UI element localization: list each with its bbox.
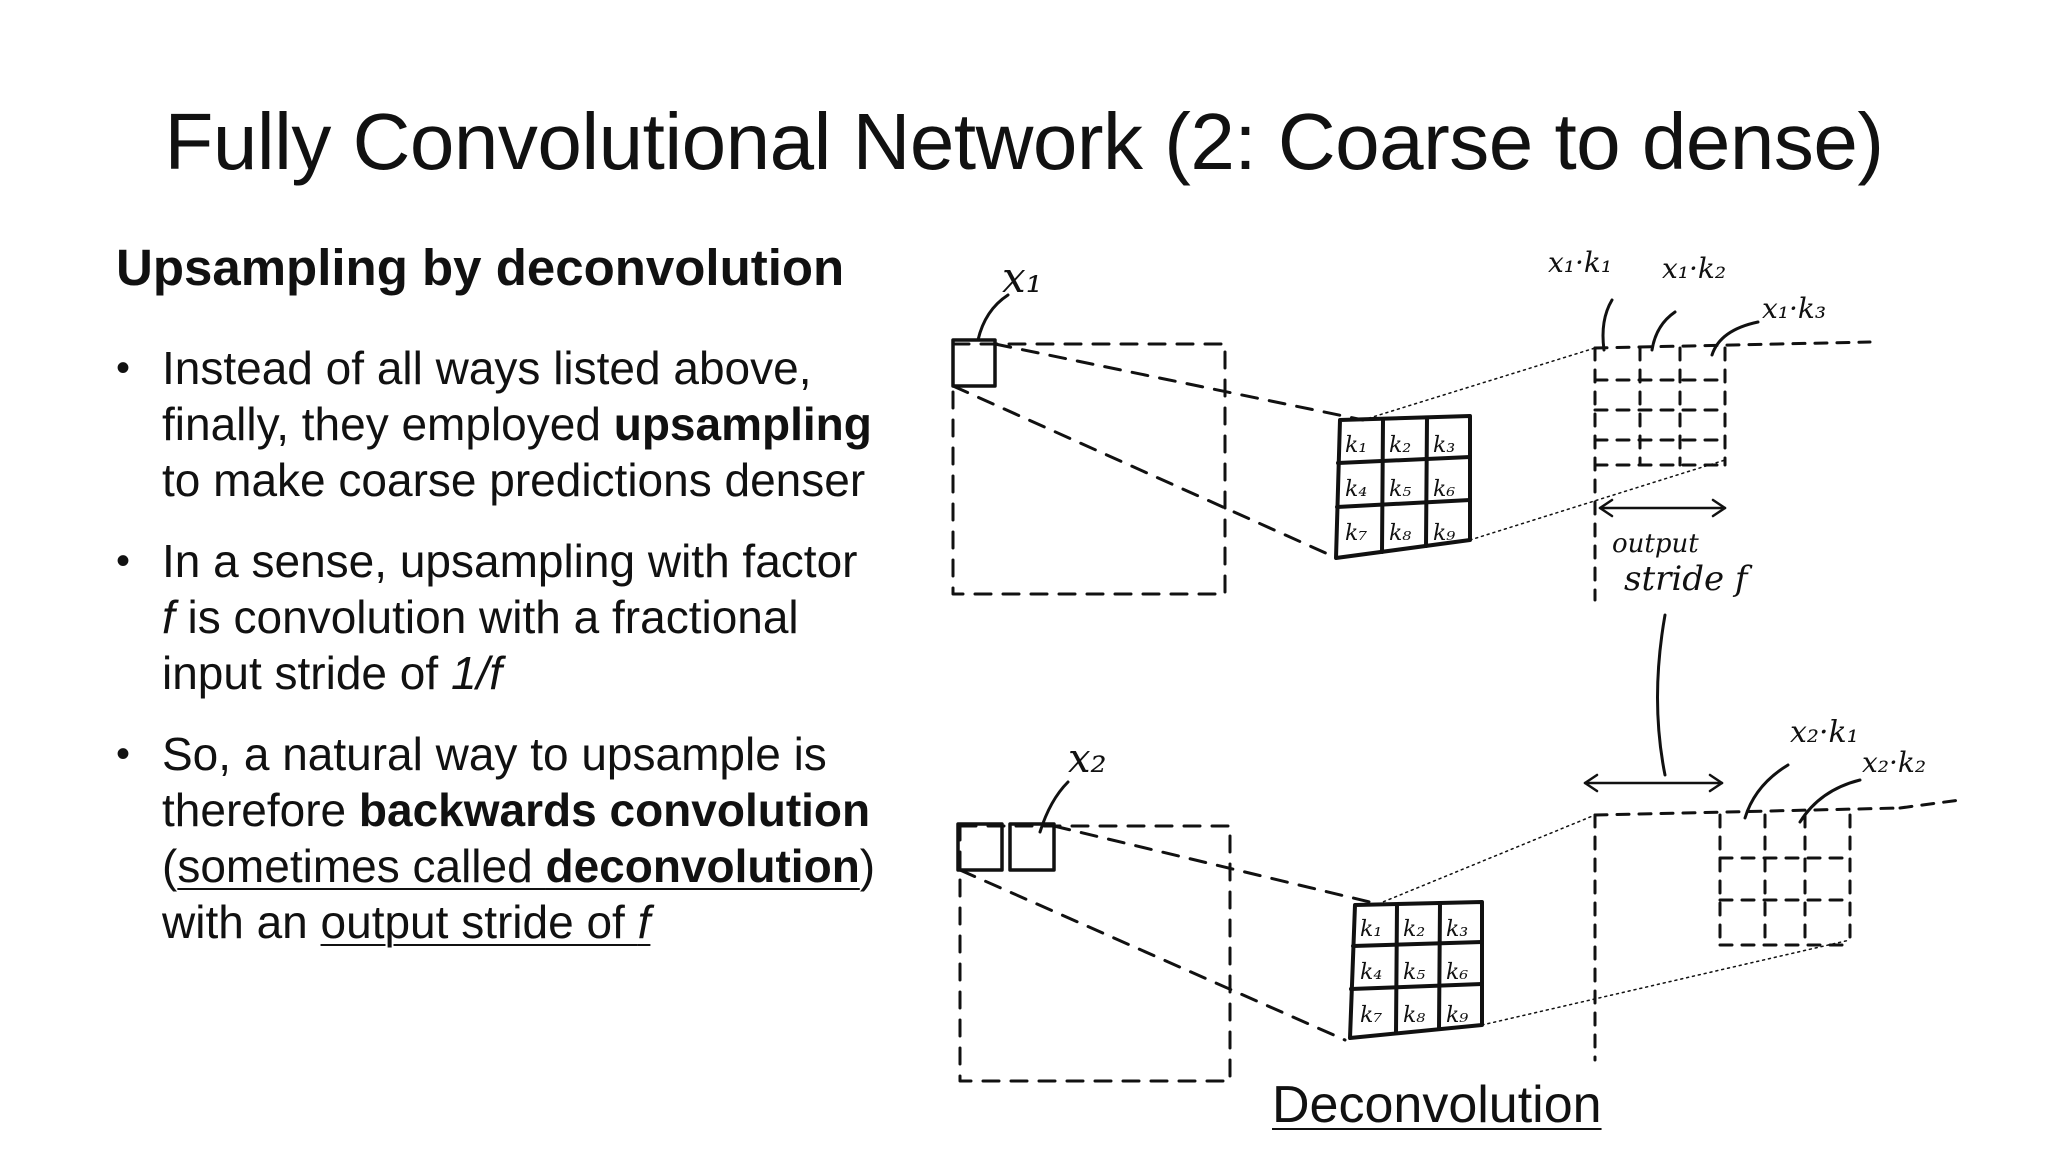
input-pixel-x1 [951, 338, 997, 388]
bullet-text: So, a natural way to upsample is therefo… [162, 728, 827, 836]
kernel-cell-label: k₁ [1360, 917, 1382, 942]
pointer-x1 [976, 293, 1010, 342]
stride-arrow-bottom [1583, 773, 1724, 793]
projection-lines-bottom [958, 824, 1380, 1042]
label-x2: x₂ [1068, 736, 1107, 782]
kernel-labels-bottom: k₁ k₂ k₃ k₄ k₅ k₆ k₇ k₈ k₉ [1360, 917, 1468, 1028]
kernel-cell-label: k₉ [1433, 521, 1455, 546]
bullet-emphasis: backwards convolution [358, 784, 871, 836]
input-feature-map-top [951, 342, 1227, 596]
bullet-list: • Instead of all ways listed above, fina… [116, 340, 876, 975]
input-pixel-x2 [1008, 822, 1056, 872]
dotted-lines-top [1362, 347, 1726, 541]
diagram-caption: Deconvolution [1272, 1076, 1602, 1134]
bullet-underlined: sometimes called [177, 840, 546, 892]
input-feature-map-bottom [958, 824, 1232, 1083]
bullet-dot: • [116, 346, 131, 390]
pointer-x1k1 [1601, 298, 1614, 352]
bullet-text: Instead of all ways listed above, finall… [162, 342, 812, 450]
label-x1k1: x₁·k₁ [1548, 246, 1612, 279]
input-pixel-prev [956, 822, 1004, 872]
bullet-emphasis: upsampling [613, 398, 872, 450]
bullet-italic: 1/f [450, 647, 503, 699]
output-map-bottom [1593, 798, 1962, 1062]
kernel-labels-top: k₁ k₂ k₃ k₄ k₅ k₆ k₇ k₈ k₉ [1345, 433, 1455, 546]
connector-stride [1656, 613, 1667, 777]
bullet-text: ) with an [162, 840, 876, 948]
kernel-cell-label: k₁ [1345, 433, 1367, 458]
pointer-x2 [1038, 780, 1070, 834]
bullet-text: to make coarse predictions denser [162, 454, 866, 506]
dotted-lines-bottom [1377, 814, 1851, 1026]
bullet-underlined: output stride of [320, 896, 638, 948]
kernel-cell-label: k₆ [1433, 477, 1455, 502]
bullet-text: In a sense, upsampling with factor [162, 535, 858, 587]
subheading: Upsampling by deconvolution [116, 239, 845, 296]
kernel-cell-label: k₃ [1433, 433, 1455, 458]
label-x1k3: x₁·k₃ [1762, 292, 1826, 325]
bullet-item-upsampling: • Instead of all ways listed above, fina… [116, 340, 876, 508]
kernel-cell-label: k₄ [1345, 477, 1367, 502]
kernel-cell-label: k₆ [1446, 960, 1468, 985]
label-output: output [1612, 529, 1699, 559]
projection-lines-top [951, 342, 1365, 557]
kernel-cell-label: k₉ [1446, 1003, 1468, 1028]
kernel-cell-label: k₈ [1403, 1003, 1425, 1028]
bullet-item-backwards-convolution: • So, a natural way to upsample is there… [116, 726, 876, 950]
kernel-cell-label: k₂ [1403, 917, 1425, 942]
kernel-cell-label: k₅ [1403, 960, 1425, 985]
kernel-cell-label: k₃ [1446, 917, 1468, 942]
bullet-text: is convolution with a fractional input s… [162, 591, 799, 699]
label-x2k2: x₂·k₂ [1862, 746, 1926, 779]
bullet-italic: f [637, 896, 651, 948]
kernel-cell-label: k₅ [1389, 477, 1411, 502]
label-stride: stride f [1624, 559, 1753, 599]
bullet-text: ( [162, 840, 178, 892]
label-x2k1: x₂·k₁ [1790, 715, 1859, 750]
stride-arrow-top [1598, 498, 1727, 518]
bullet-dot: • [116, 732, 131, 776]
kernel-cell-label: k₇ [1360, 1003, 1382, 1028]
bullet-emphasis: deconvolution [545, 840, 860, 892]
pointer-x1k3 [1710, 320, 1760, 357]
kernel-cell-label: k₄ [1360, 960, 1382, 985]
bullet-italic: f [162, 591, 175, 643]
kernel-cell-label: k₈ [1389, 521, 1411, 546]
pointer-x2k1 [1743, 763, 1790, 820]
label-x1k2: x₁·k₂ [1662, 252, 1726, 285]
kernel-cell-label: k₇ [1345, 521, 1367, 546]
output-map-top [1593, 340, 1872, 602]
kernel-cell-label: k₂ [1389, 433, 1411, 458]
label-x1: x₁ [1002, 253, 1043, 302]
slide-title: Fully Convolutional Network (2: Coarse t… [164, 97, 1884, 186]
pointer-x2k2 [1798, 778, 1862, 824]
bullet-dot: • [116, 539, 131, 583]
pointer-x1k2 [1650, 310, 1677, 352]
bullet-item-fractional-stride: • In a sense, upsampling with factor f i… [116, 533, 876, 701]
